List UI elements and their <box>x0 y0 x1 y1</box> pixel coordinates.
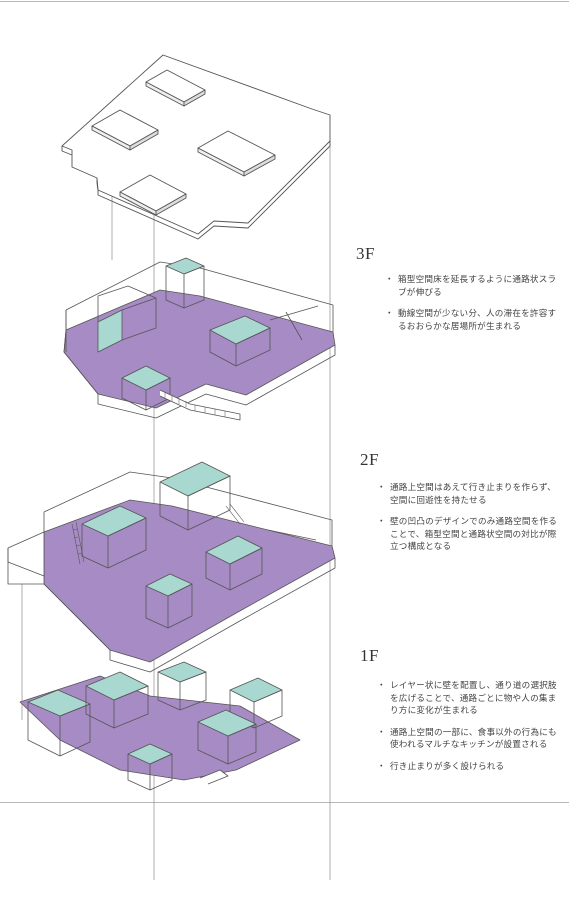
floor-1f-volume <box>19 661 301 791</box>
bottom-divider <box>0 802 569 803</box>
floor-1f-note: 行き止まりが多く設けられる <box>377 761 561 774</box>
floor-2f-notes: 通路上空間はあえて行き止まりを作らず、空間に回遊性を持たせる 壁の凹凸のデザイン… <box>377 482 561 554</box>
floor-2f-volume <box>7 461 336 673</box>
floor-1f-section: 1F レイヤー状に壁を配置し、通り道の選択肢を広げることで、通路ごとに物や人の集… <box>356 646 561 782</box>
floor-3f-note: 動線空間が少ない分、人の滞在を許容するおおらかな居場所が生まれる <box>385 308 561 333</box>
floor-3f-volume <box>63 257 336 421</box>
floor-2f-section: 2F 通路上空間はあえて行き止まりを作らず、空間に回遊性を持たせる 壁の凹凸のデ… <box>356 450 561 563</box>
floor-2f-note: 壁の凹凸のデザインでのみ通路空間を作ることで、箱型空間と通路状空間の対比が際立つ… <box>377 516 561 554</box>
floor-1f-notes: レイヤー状に壁を配置し、通り道の選択肢を広げることで、通路ごとに物や人の集まり方… <box>377 680 561 774</box>
floor-3f-label: 3F <box>356 244 375 263</box>
floor-3f-note: 箱型空間床を延長するように通路状スラブが伸びる <box>385 274 561 299</box>
floor-1f-note: 通路上空間の一部に、食事以外の行為にも使われるマルチなキッチンが設置される <box>377 727 561 752</box>
floor-1f-note: レイヤー状に壁を配置し、通り道の選択肢を広げることで、通路ごとに物や人の集まり方… <box>377 680 561 718</box>
floor-1f-label: 1F <box>360 646 379 665</box>
roof-slab <box>61 54 331 240</box>
floor-3f-section: 3F 箱型空間床を延長するように通路状スラブが伸びる 動線空間が少ない分、人の滞… <box>356 244 561 342</box>
floor-2f-label: 2F <box>360 450 379 469</box>
floor-3f-notes: 箱型空間床を延長するように通路状スラブが伸びる 動線空間が少ない分、人の滞在を許… <box>385 274 561 333</box>
top-divider <box>0 1 569 2</box>
floor-2f-note: 通路上空間はあえて行き止まりを作らず、空間に回遊性を持たせる <box>377 482 561 507</box>
